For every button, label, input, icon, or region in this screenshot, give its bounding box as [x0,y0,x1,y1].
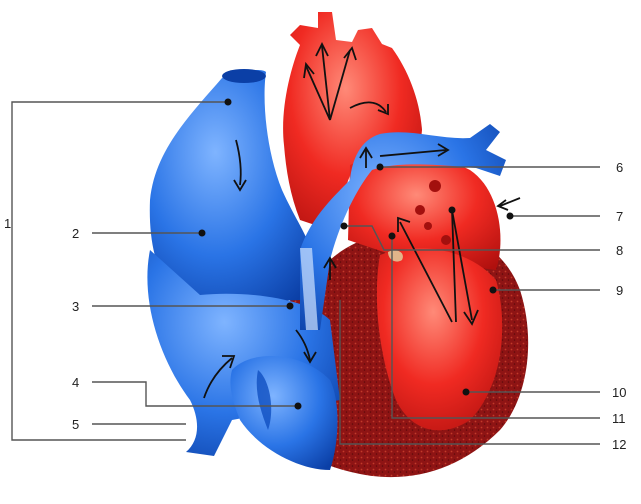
label-10: 10 [612,385,626,400]
pointer-dot [490,287,497,294]
pulmonary-vein-opening [415,205,425,215]
label-12: 12 [612,437,626,452]
pulmonary-vein-opening [429,180,441,192]
pulmonary-vein-opening [441,235,451,245]
label-9: 9 [616,283,623,298]
pointer-dot [341,223,348,230]
label-5: 5 [72,417,79,432]
label-11: 11 [612,411,626,426]
pointer-dot [287,303,294,310]
pointer-dot [507,213,514,220]
pointer-dot [199,230,206,237]
label-2: 2 [72,226,79,241]
vena-cava-opening [222,69,266,83]
pointer-dot [295,403,302,410]
pointer-dot [389,233,396,240]
label-6: 6 [616,160,623,175]
right-ventricle [230,356,337,470]
pointer-dot [463,389,470,396]
label-7: 7 [616,209,623,224]
pulmonary-vein-opening [424,222,432,230]
label-3: 3 [72,299,79,314]
pointer-dot [225,99,232,106]
label-8: 8 [616,243,623,258]
pointer-dot [377,164,384,171]
pointer-dot [449,207,456,214]
label-1: 1 [4,216,11,231]
label-4: 4 [72,375,79,390]
